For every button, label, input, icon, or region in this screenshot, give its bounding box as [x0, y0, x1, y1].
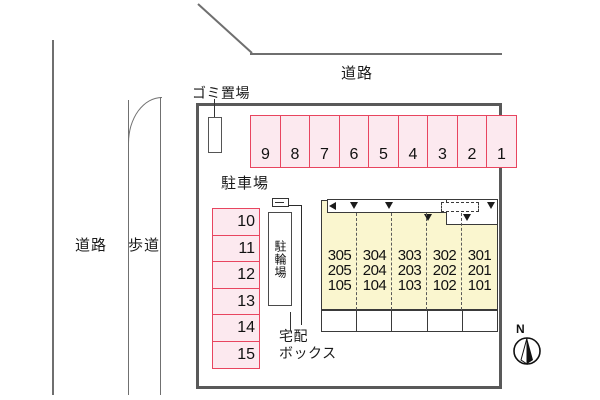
road-top-edge-line	[250, 53, 502, 55]
yard-cell	[357, 311, 393, 331]
parking-space-4[interactable]: 4	[397, 115, 429, 168]
entrance-arrow-icon-5	[463, 214, 471, 221]
entrance-arrow-icon-1	[350, 202, 358, 209]
parking-space-5[interactable]: 5	[368, 115, 399, 168]
garbage-area-box	[208, 117, 222, 153]
unit-204[interactable]: 204	[362, 262, 387, 279]
unit-305[interactable]: 305	[327, 247, 352, 264]
parking-space-10[interactable]: 10	[212, 208, 260, 236]
unit-104[interactable]: 104	[362, 277, 387, 294]
parking-space-11[interactable]: 11	[212, 234, 260, 263]
parking-space-1[interactable]: 1	[486, 115, 517, 168]
label-road-top: 道路	[341, 65, 374, 82]
yard-cell	[463, 311, 497, 331]
unit-103[interactable]: 103	[397, 277, 422, 294]
road-left-edge-line	[52, 40, 54, 395]
unit-303[interactable]: 303	[397, 247, 422, 264]
label-delivery-box: 宅配 ボックス	[279, 328, 337, 362]
unit-divider-3	[426, 213, 427, 310]
delivery-box-leader-line	[290, 312, 291, 331]
label-garbage-area: ゴミ置場	[192, 85, 250, 101]
unit-302[interactable]: 302	[432, 247, 457, 264]
parking-space-2[interactable]: 2	[456, 115, 488, 168]
bicycle-parking-box: 駐輪場	[268, 212, 292, 306]
parking-space-6[interactable]: 6	[338, 115, 370, 168]
unit-202[interactable]: 202	[432, 262, 457, 279]
label-parking-lot: 駐車場	[221, 175, 270, 192]
entrance-arrow-icon-0	[329, 202, 336, 210]
label-delivery-box-line2: ボックス	[279, 345, 337, 361]
yard-cell	[428, 311, 463, 331]
parking-space-7[interactable]: 7	[309, 115, 340, 168]
entrance-arrow-icon-4	[424, 214, 432, 221]
parking-space-13[interactable]: 13	[212, 287, 260, 316]
label-delivery-box-line1: 宅配	[279, 328, 308, 344]
unit-203[interactable]: 203	[397, 262, 422, 279]
garbage-area-leader-line	[214, 99, 215, 117]
sidewalk-corner-curve	[128, 97, 162, 143]
bicycle-rack-icon	[272, 198, 289, 207]
unit-divider-4	[461, 213, 462, 310]
compass-north-label: N	[516, 322, 526, 336]
entrance-arrow-icon-2	[385, 202, 393, 209]
yard-cell	[322, 311, 358, 331]
label-sidewalk: 歩道	[128, 237, 161, 254]
sidewalk-inner-line	[160, 97, 161, 395]
unit-304[interactable]: 304	[362, 247, 387, 264]
parking-space-14[interactable]: 14	[212, 314, 260, 342]
parking-space-12[interactable]: 12	[212, 261, 260, 289]
parking-space-9[interactable]: 9	[250, 115, 281, 168]
sidewalk-outer-line	[128, 100, 129, 395]
unit-201[interactable]: 201	[467, 262, 492, 279]
unit-105[interactable]: 105	[327, 277, 352, 294]
entrance-arrow-icon-3	[487, 202, 495, 209]
stairwell-dashed-outline	[441, 202, 479, 212]
parking-space-15[interactable]: 15	[212, 340, 260, 369]
yard-cell	[392, 311, 428, 331]
label-bicycle-parking: 駐輪場	[273, 239, 287, 279]
label-road-left: 道路	[75, 237, 108, 254]
unit-divider-1	[356, 213, 357, 310]
unit-101[interactable]: 101	[467, 277, 492, 294]
unit-205[interactable]: 205	[327, 262, 352, 279]
unit-divider-2	[391, 213, 392, 310]
parking-space-8[interactable]: 8	[279, 115, 311, 168]
road-diagonal-line	[197, 3, 253, 54]
unit-102[interactable]: 102	[432, 277, 457, 294]
unit-301[interactable]: 301	[467, 247, 492, 264]
parking-space-3[interactable]: 3	[427, 115, 458, 168]
compass-rose-icon	[513, 337, 541, 365]
building-yard-strip	[321, 310, 498, 332]
